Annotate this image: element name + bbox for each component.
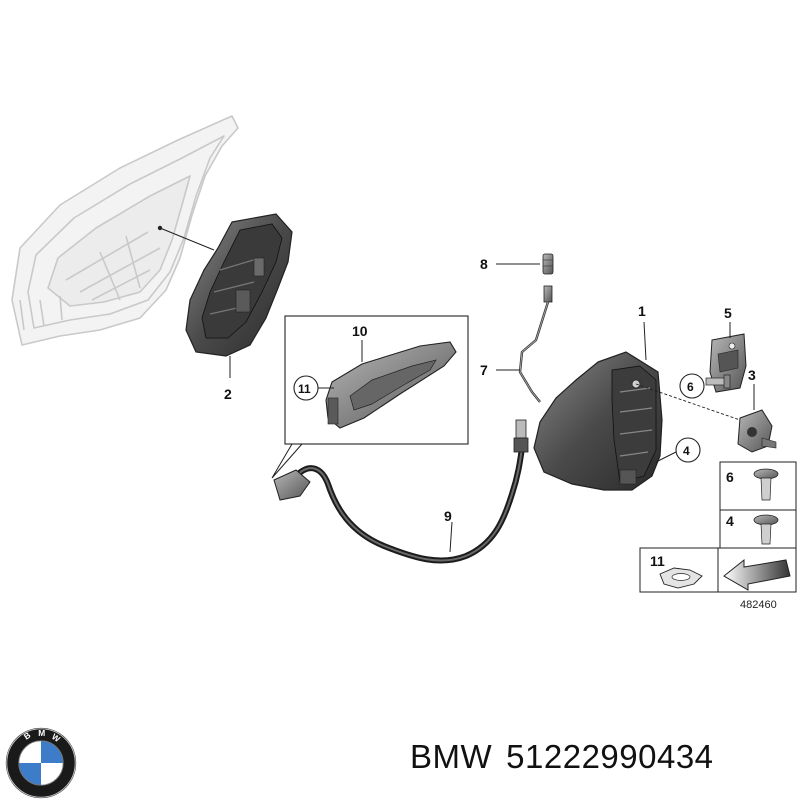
pin-part [542, 253, 554, 275]
direction-arrow-icon [723, 558, 791, 591]
callout-circle [679, 373, 705, 399]
brand-name: BMW [410, 738, 493, 775]
logo-letter-b: B [22, 730, 33, 742]
inner-handle-part [325, 341, 457, 429]
bracket-part [737, 409, 777, 453]
bowden-cable-part [293, 445, 525, 564]
screw-6-icon [753, 468, 779, 501]
drawing-number: 482460 [740, 599, 777, 611]
leader-line [655, 451, 677, 463]
part-caption: BMW 51222990434 [410, 738, 714, 776]
table-label-4: 4 [726, 513, 734, 529]
callout-circle [675, 437, 701, 463]
callout-1: 1 [638, 303, 646, 319]
callout-7: 7 [480, 362, 488, 378]
callout-4: 4 [683, 444, 690, 458]
leader-line [643, 321, 647, 361]
screw-part [705, 374, 731, 389]
door-module-part [185, 213, 293, 357]
callout-8: 8 [480, 256, 488, 272]
callout-10: 10 [352, 323, 368, 339]
clip-11-icon [659, 567, 703, 589]
logo-letter-m: M [38, 728, 45, 738]
callout-2: 2 [224, 386, 232, 402]
part-number: 51222990434 [506, 738, 714, 775]
table-label-6: 6 [726, 469, 734, 485]
door-lock-part [533, 351, 663, 491]
callout-6: 6 [687, 380, 694, 394]
screw-4-icon [753, 514, 779, 545]
callout-11: 11 [298, 382, 311, 396]
door-frame-illustration [11, 115, 239, 346]
leader-line [635, 383, 741, 421]
striker-part [709, 333, 747, 393]
rod-part [518, 285, 553, 403]
callout-3: 3 [748, 367, 756, 383]
callout-5: 5 [724, 305, 732, 321]
leader-line [449, 521, 453, 553]
bmw-logo: B M W [5, 727, 77, 799]
table-label-11: 11 [650, 553, 665, 569]
leader-dot [157, 225, 163, 231]
leader-line [159, 227, 215, 251]
callout-9: 9 [444, 508, 452, 524]
cable-end-fitting [273, 419, 529, 501]
